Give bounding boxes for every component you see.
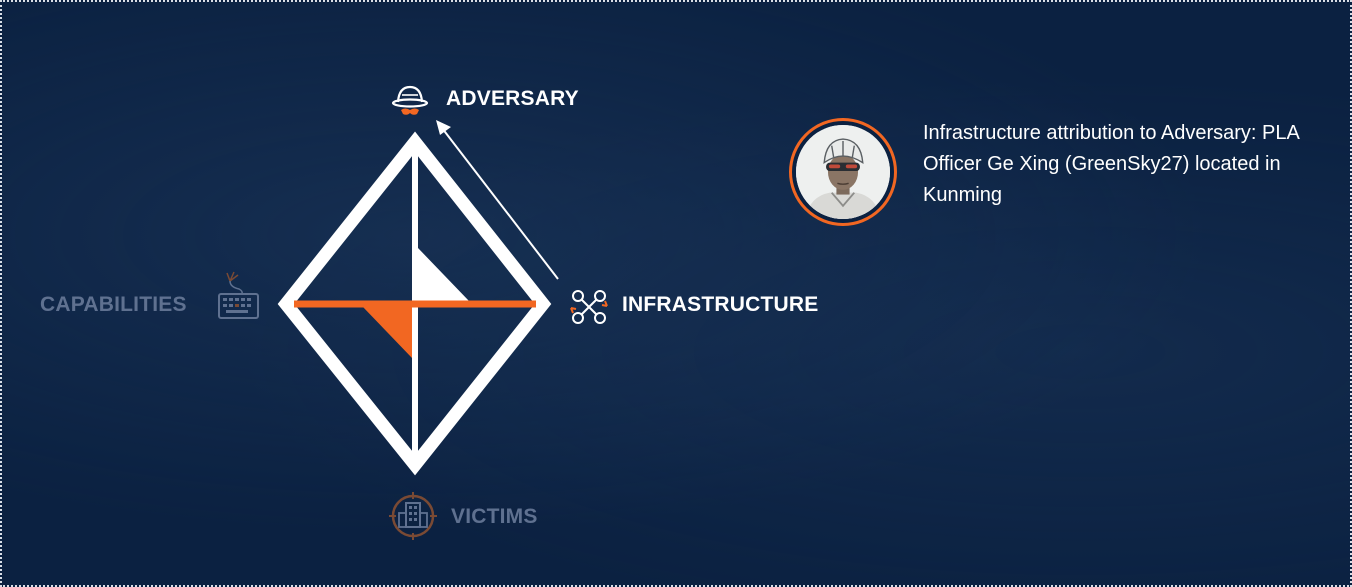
vertex-label-victims: VICTIMS — [451, 505, 538, 528]
avatar-photo — [796, 125, 890, 219]
network-nodes-icon — [570, 290, 608, 324]
attribution-caption: Infrastructure attribution to Adversary:… — [923, 122, 1299, 206]
diamond-outline — [277, 131, 552, 476]
adversary-infrastructure-wedge — [418, 248, 469, 301]
adversary-avatar — [789, 118, 897, 226]
vertex-label-adversary: ADVERSARY — [446, 87, 579, 110]
pivot-arrow — [441, 127, 559, 280]
building-target-icon — [389, 492, 437, 540]
vertex-label-infrastructure: INFRASTRUCTURE — [622, 293, 819, 316]
vertex-label-capabilities: CAPABILITIES — [40, 293, 187, 316]
keyboard-icon — [218, 271, 259, 319]
pivot-arrowhead — [436, 120, 451, 135]
spy-hat-icon — [391, 85, 429, 115]
capabilities-victims-wedge — [362, 306, 412, 358]
